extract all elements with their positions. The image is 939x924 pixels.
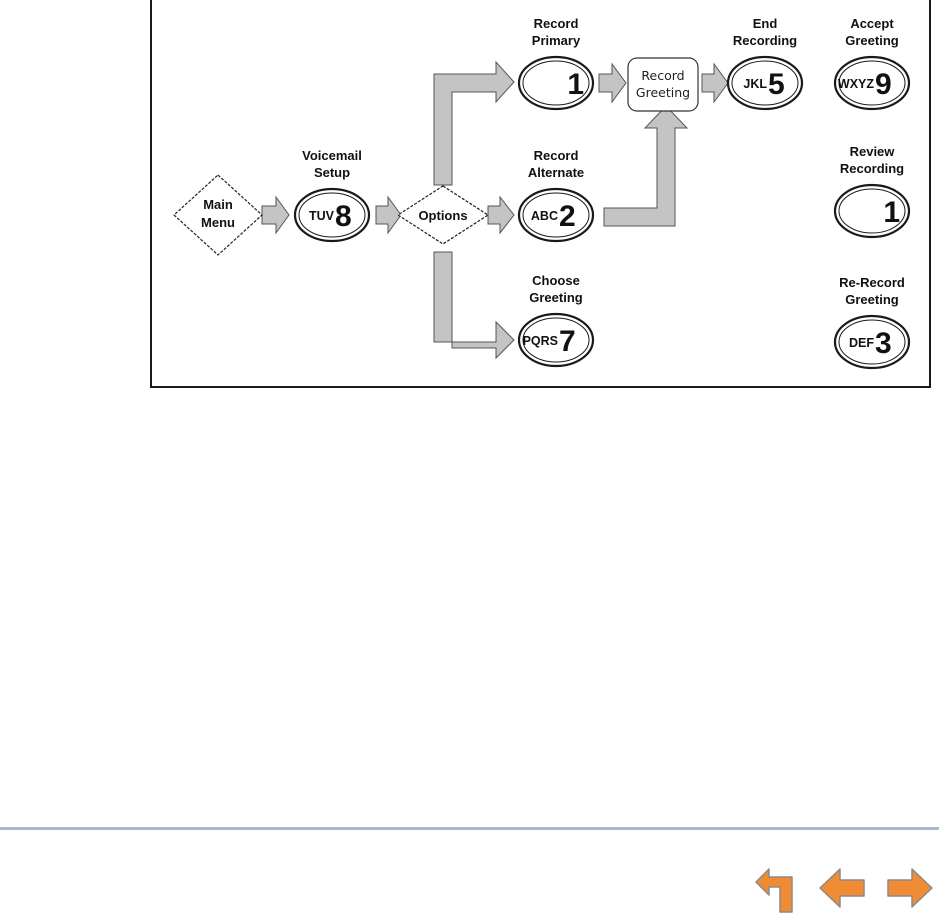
record-alternate-letters: ABC: [531, 209, 558, 223]
voicemail-setup-letters: TUV: [309, 209, 335, 223]
return-icon: [752, 866, 802, 916]
review-recording-label-line1: Review: [850, 144, 896, 159]
re-record-greeting-label-line1: Re-Record: [839, 275, 905, 290]
choose-greeting-letters: PQRS: [523, 334, 558, 348]
options-node: Options: [398, 186, 488, 244]
accept-greeting-digit: 9: [875, 68, 892, 101]
choose-greeting-label-line1: Choose: [532, 273, 580, 288]
back-arrow-icon: [818, 866, 868, 916]
record-alternate-label-line2: Alternate: [528, 165, 584, 180]
footer-divider: [0, 827, 939, 830]
record-primary-digit: 1: [567, 68, 584, 101]
choose-greeting-digit: 7: [559, 325, 576, 358]
accept-greeting-label-line2: Greeting: [845, 33, 899, 48]
end-recording-letters: JKL: [743, 77, 767, 91]
record-greeting-line1: Record: [641, 68, 684, 83]
voicemail-setup-label-line2: Setup: [314, 165, 350, 180]
return-button[interactable]: [752, 866, 802, 916]
record-greeting-line2: Greeting: [636, 85, 690, 100]
flow-arrow: [434, 62, 514, 185]
voicemail-greeting-flow-diagram: Main Menu Options Record Greeting Voicem…: [0, 0, 939, 400]
main-menu-label-line1: Main: [203, 197, 233, 212]
record-alternate-digit: 2: [559, 200, 576, 233]
flow-arrow: [702, 64, 728, 102]
re-record-greeting-digit: 3: [875, 327, 892, 360]
flow-arrow: [604, 106, 687, 226]
re-record-greeting-letters: DEF: [849, 336, 874, 350]
voicemail-setup-label-line1: Voicemail: [302, 148, 362, 163]
flow-arrow: [262, 197, 289, 233]
flow-arrow: [376, 197, 401, 233]
forward-button[interactable]: [884, 866, 934, 916]
end-recording-label-line1: End: [753, 16, 778, 31]
end-recording-digit: 5: [768, 68, 785, 101]
record-alternate-label-line1: Record: [534, 148, 579, 163]
voicemail-setup-digit: 8: [335, 200, 352, 233]
record-primary-label-line2: Primary: [532, 33, 581, 48]
review-recording-digit: 1: [883, 196, 900, 229]
review-recording-label-line2: Recording: [840, 161, 904, 176]
re-record-greeting-label-line2: Greeting: [845, 292, 899, 307]
accept-greeting-label-line1: Accept: [850, 16, 894, 31]
main-menu-node: Main Menu: [174, 175, 262, 255]
main-menu-label-line2: Menu: [201, 215, 235, 230]
flow-arrow: [599, 64, 626, 102]
flow-arrow: [488, 197, 514, 233]
options-label: Options: [418, 208, 467, 223]
accept-greeting-letters: WXYZ: [838, 77, 874, 91]
forward-arrow-icon: [884, 866, 934, 916]
choose-greeting-label-line2: Greeting: [529, 290, 583, 305]
flow-arrow: [434, 252, 514, 358]
record-greeting-box: Record Greeting: [628, 58, 698, 111]
end-recording-label-line2: Recording: [733, 33, 797, 48]
back-button[interactable]: [818, 866, 868, 916]
record-primary-label-line1: Record: [534, 16, 579, 31]
